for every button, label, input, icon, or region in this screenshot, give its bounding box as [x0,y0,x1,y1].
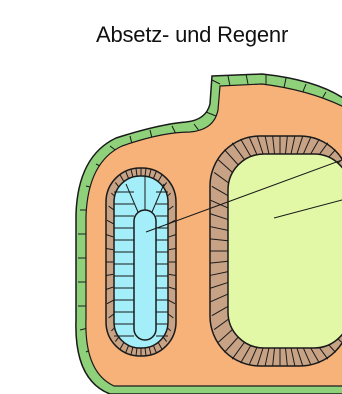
right-basin-area [228,154,342,348]
left-basin [114,176,168,348]
right-basin [228,154,342,348]
